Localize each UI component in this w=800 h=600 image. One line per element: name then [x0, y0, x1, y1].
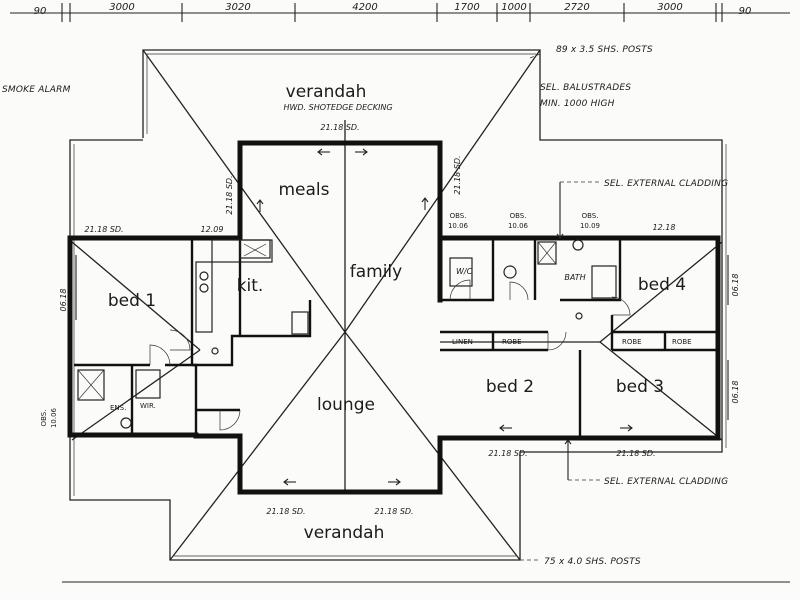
room-kitchen: kit.	[237, 276, 264, 296]
note-cladding-top: SEL. EXTERNAL CLADDING	[604, 179, 728, 189]
room-family: family	[350, 262, 402, 282]
note-balustrades: SEL. BALUSTRADES	[540, 83, 631, 93]
top-dim-6: 2720	[564, 2, 589, 13]
top-dim-7: 3000	[657, 2, 682, 13]
room-bed-4: bed 4	[638, 275, 686, 295]
window-bed3-right: 06.18	[731, 381, 740, 404]
window-meals-left: 21.18 SD.	[225, 175, 234, 214]
room-verandah-top: verandah	[286, 82, 367, 102]
window-obs-3-value: 10.09	[580, 222, 600, 230]
window-markers	[75, 148, 729, 486]
room-bed-2: bed 2	[486, 377, 534, 397]
external-walls	[67, 140, 721, 495]
room-verandah-top-decking: HWD. SHOTEDGE DECKING	[283, 103, 392, 112]
room-wc: W/C	[456, 267, 473, 276]
top-dim-5: 1000	[501, 2, 526, 13]
top-dim-2: 3020	[225, 2, 250, 13]
top-dim-1: 3000	[109, 2, 134, 13]
internal-walls	[74, 238, 718, 438]
top-dim-8: 90	[739, 6, 752, 17]
window-ensuite-obs-label: OBS.	[40, 410, 48, 427]
window-kitchen-top: 12.09	[201, 225, 224, 234]
window-obs-3-label: OBS.	[582, 212, 599, 220]
room-wir: WIR.	[140, 402, 156, 410]
room-robe-bed4: ROBE	[672, 338, 692, 346]
room-robe-bed3: ROBE	[622, 338, 642, 346]
window-lounge-right: 21.18 SD.	[374, 507, 413, 516]
top-dim-4: 1700	[454, 2, 479, 13]
window-obs-2-value: 10.06	[508, 222, 529, 230]
window-obs-1-value: 10.06	[448, 222, 469, 230]
room-bed-1: bed 1	[108, 291, 156, 311]
room-ensuite: ENS.	[110, 404, 126, 412]
room-robe-bed2: ROBE	[502, 338, 522, 346]
note-balustrades-height: MIN. 1000 HIGH	[540, 99, 615, 109]
note-cladding-bottom: SEL. EXTERNAL CLADDING	[604, 477, 728, 487]
window-bed4-top: 12.18	[653, 223, 676, 232]
window-obs-1-label: OBS.	[450, 212, 467, 220]
window-bed1-top: 21.18 SD.	[84, 225, 123, 234]
window-meals-top: 21.18 SD.	[320, 123, 359, 132]
window-ensuite-obs-value: 10.06	[50, 407, 58, 428]
leader-lines	[520, 53, 600, 561]
top-dim-0: 90	[34, 6, 47, 17]
room-linen: LINEN	[452, 338, 473, 346]
note-posts-bottom: 75 x 4.0 SHS. POSTS	[544, 557, 641, 567]
note-posts-top: 89 x 3.5 SHS. POSTS	[556, 45, 653, 55]
window-family-right: 21.18 SD.	[453, 155, 462, 194]
room-bed-3: bed 3	[616, 377, 664, 397]
top-dim-3: 4200	[352, 2, 377, 13]
fixtures	[77, 239, 617, 429]
window-bed2-bottom: 21.18 SD.	[488, 449, 527, 458]
room-meals: meals	[278, 180, 329, 200]
window-bed3-bottom: 21.18 SD.	[616, 449, 655, 458]
window-obs-2-label: OBS.	[510, 212, 527, 220]
window-bed4-right: 06.18	[731, 274, 740, 297]
room-verandah-bottom: verandah	[304, 523, 385, 543]
top-dimension-string: 90 3000 3020 4200 1700 1000 2720 3000 90	[10, 2, 790, 22]
room-bath: BATH	[564, 273, 585, 282]
note-smoke-alarm: SMOKE ALARM	[2, 85, 71, 95]
window-bed1-left: 06.18	[59, 289, 68, 312]
room-lounge: lounge	[317, 395, 375, 415]
doors	[149, 279, 631, 431]
window-lounge-left: 21.18 SD.	[266, 507, 305, 516]
